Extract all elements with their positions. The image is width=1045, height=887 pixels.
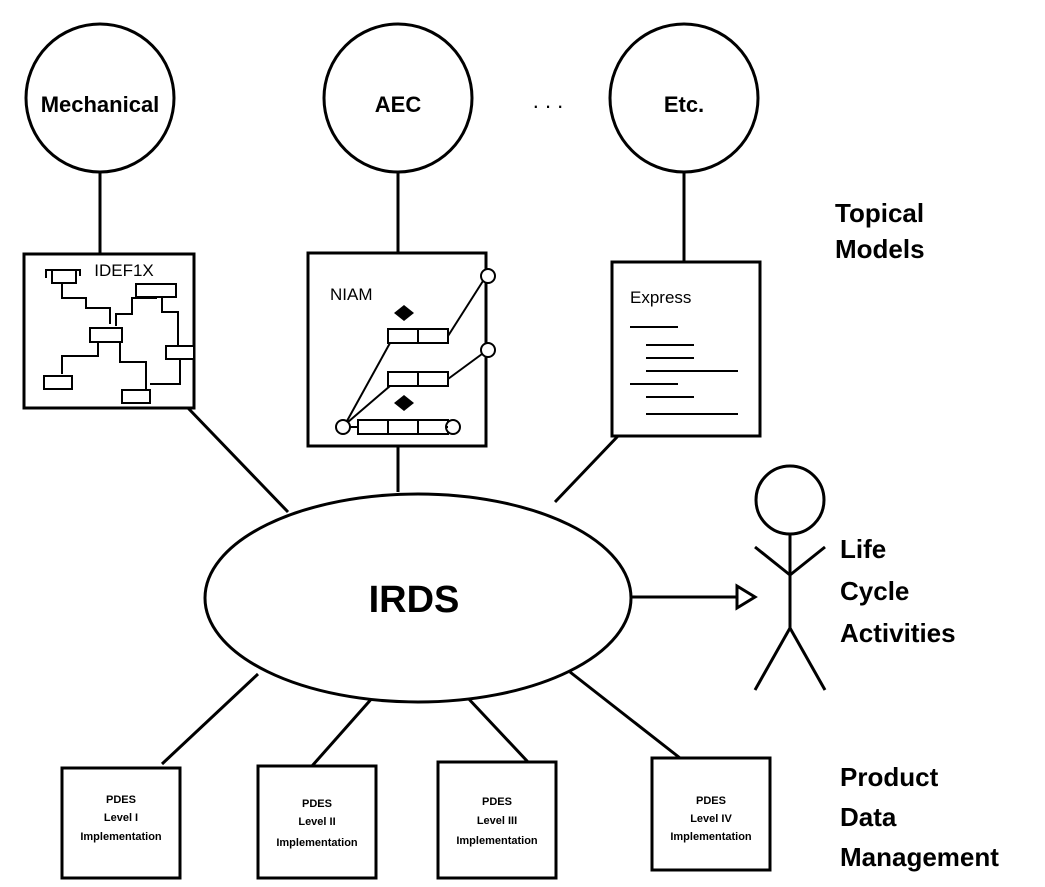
impl-level3-line1: PDES [482, 796, 512, 808]
model-niam-box [306, 251, 488, 448]
irds-to-life-cycle-arrow [631, 583, 758, 611]
model-idef1x-label: IDEF1X [94, 261, 154, 280]
topic-aec: AEC [322, 22, 474, 174]
impl-level1-line2: Level I [104, 812, 138, 824]
person-icon [753, 464, 827, 691]
life-cycle-label-line3: Activities [840, 618, 956, 648]
connector-irds-level3 [464, 694, 530, 764]
impl-level1: PDES Level I Implementation [60, 766, 182, 880]
pdm-label-line2: Data [840, 802, 897, 832]
model-idef1x: IDEF1X [22, 252, 196, 410]
impl-level3-box [436, 760, 558, 880]
model-niam-label: NIAM [330, 285, 373, 304]
topic-aec-label: AEC [375, 92, 422, 117]
impl-level4-line3: Implementation [670, 831, 752, 843]
model-express-box [610, 260, 762, 438]
topics-ellipsis: . . . [533, 88, 564, 113]
niam-diagram-icon [335, 268, 496, 435]
topic-etc-label: Etc. [664, 92, 704, 117]
impl-level2-line1: PDES [302, 798, 332, 810]
impl-level4: PDES Level IV Implementation [650, 756, 772, 872]
topic-mechanical: Mechanical [24, 22, 176, 174]
impl-level1-line3: Implementation [80, 831, 162, 843]
impl-level1-line1: PDES [106, 794, 136, 806]
life-cycle-label-line1: Life [840, 534, 886, 564]
impl-level4-line2: Level IV [690, 813, 732, 825]
topic-etc: Etc. [608, 22, 760, 174]
idef1x-diagram-icon [43, 269, 195, 404]
irds-label: IRDS [369, 579, 460, 621]
impl-level4-line1: PDES [696, 795, 726, 807]
topic-mechanical-label: Mechanical [41, 92, 160, 117]
impl-level3-line2: Level III [477, 815, 517, 827]
pdm-label-line1: Product [840, 762, 939, 792]
impl-level4-box [650, 756, 772, 872]
express-text-icon [630, 326, 738, 415]
impl-level3: PDES Level III Implementation [436, 760, 558, 880]
impl-level2: PDES Level II Implementation [256, 764, 378, 880]
model-express-label: Express [630, 288, 691, 307]
model-niam: NIAM [306, 251, 496, 448]
topic-aec-circle [322, 22, 474, 174]
connector-idef1x-irds [186, 406, 290, 514]
topic-etc-circle [608, 22, 760, 174]
topical-models-label-line2: Models [835, 234, 925, 264]
model-express: Express [610, 260, 762, 438]
impl-level1-box [60, 766, 182, 880]
connector-irds-level1 [160, 672, 260, 766]
impl-level3-line3: Implementation [456, 835, 538, 847]
impl-level2-line2: Level II [298, 816, 335, 828]
topic-mechanical-circle [24, 22, 176, 174]
irds-node: IRDS [203, 492, 633, 704]
connector-irds-level4 [569, 670, 681, 760]
connector-irds-level2 [310, 695, 376, 767]
pdm-label-line3: Management [840, 842, 999, 872]
impl-level2-line3: Implementation [276, 837, 358, 849]
topical-models-label-line1: Topical [835, 198, 924, 228]
impl-level2-box [256, 764, 378, 880]
life-cycle-label-line2: Cycle [840, 576, 909, 606]
connector-express-irds [553, 434, 620, 504]
